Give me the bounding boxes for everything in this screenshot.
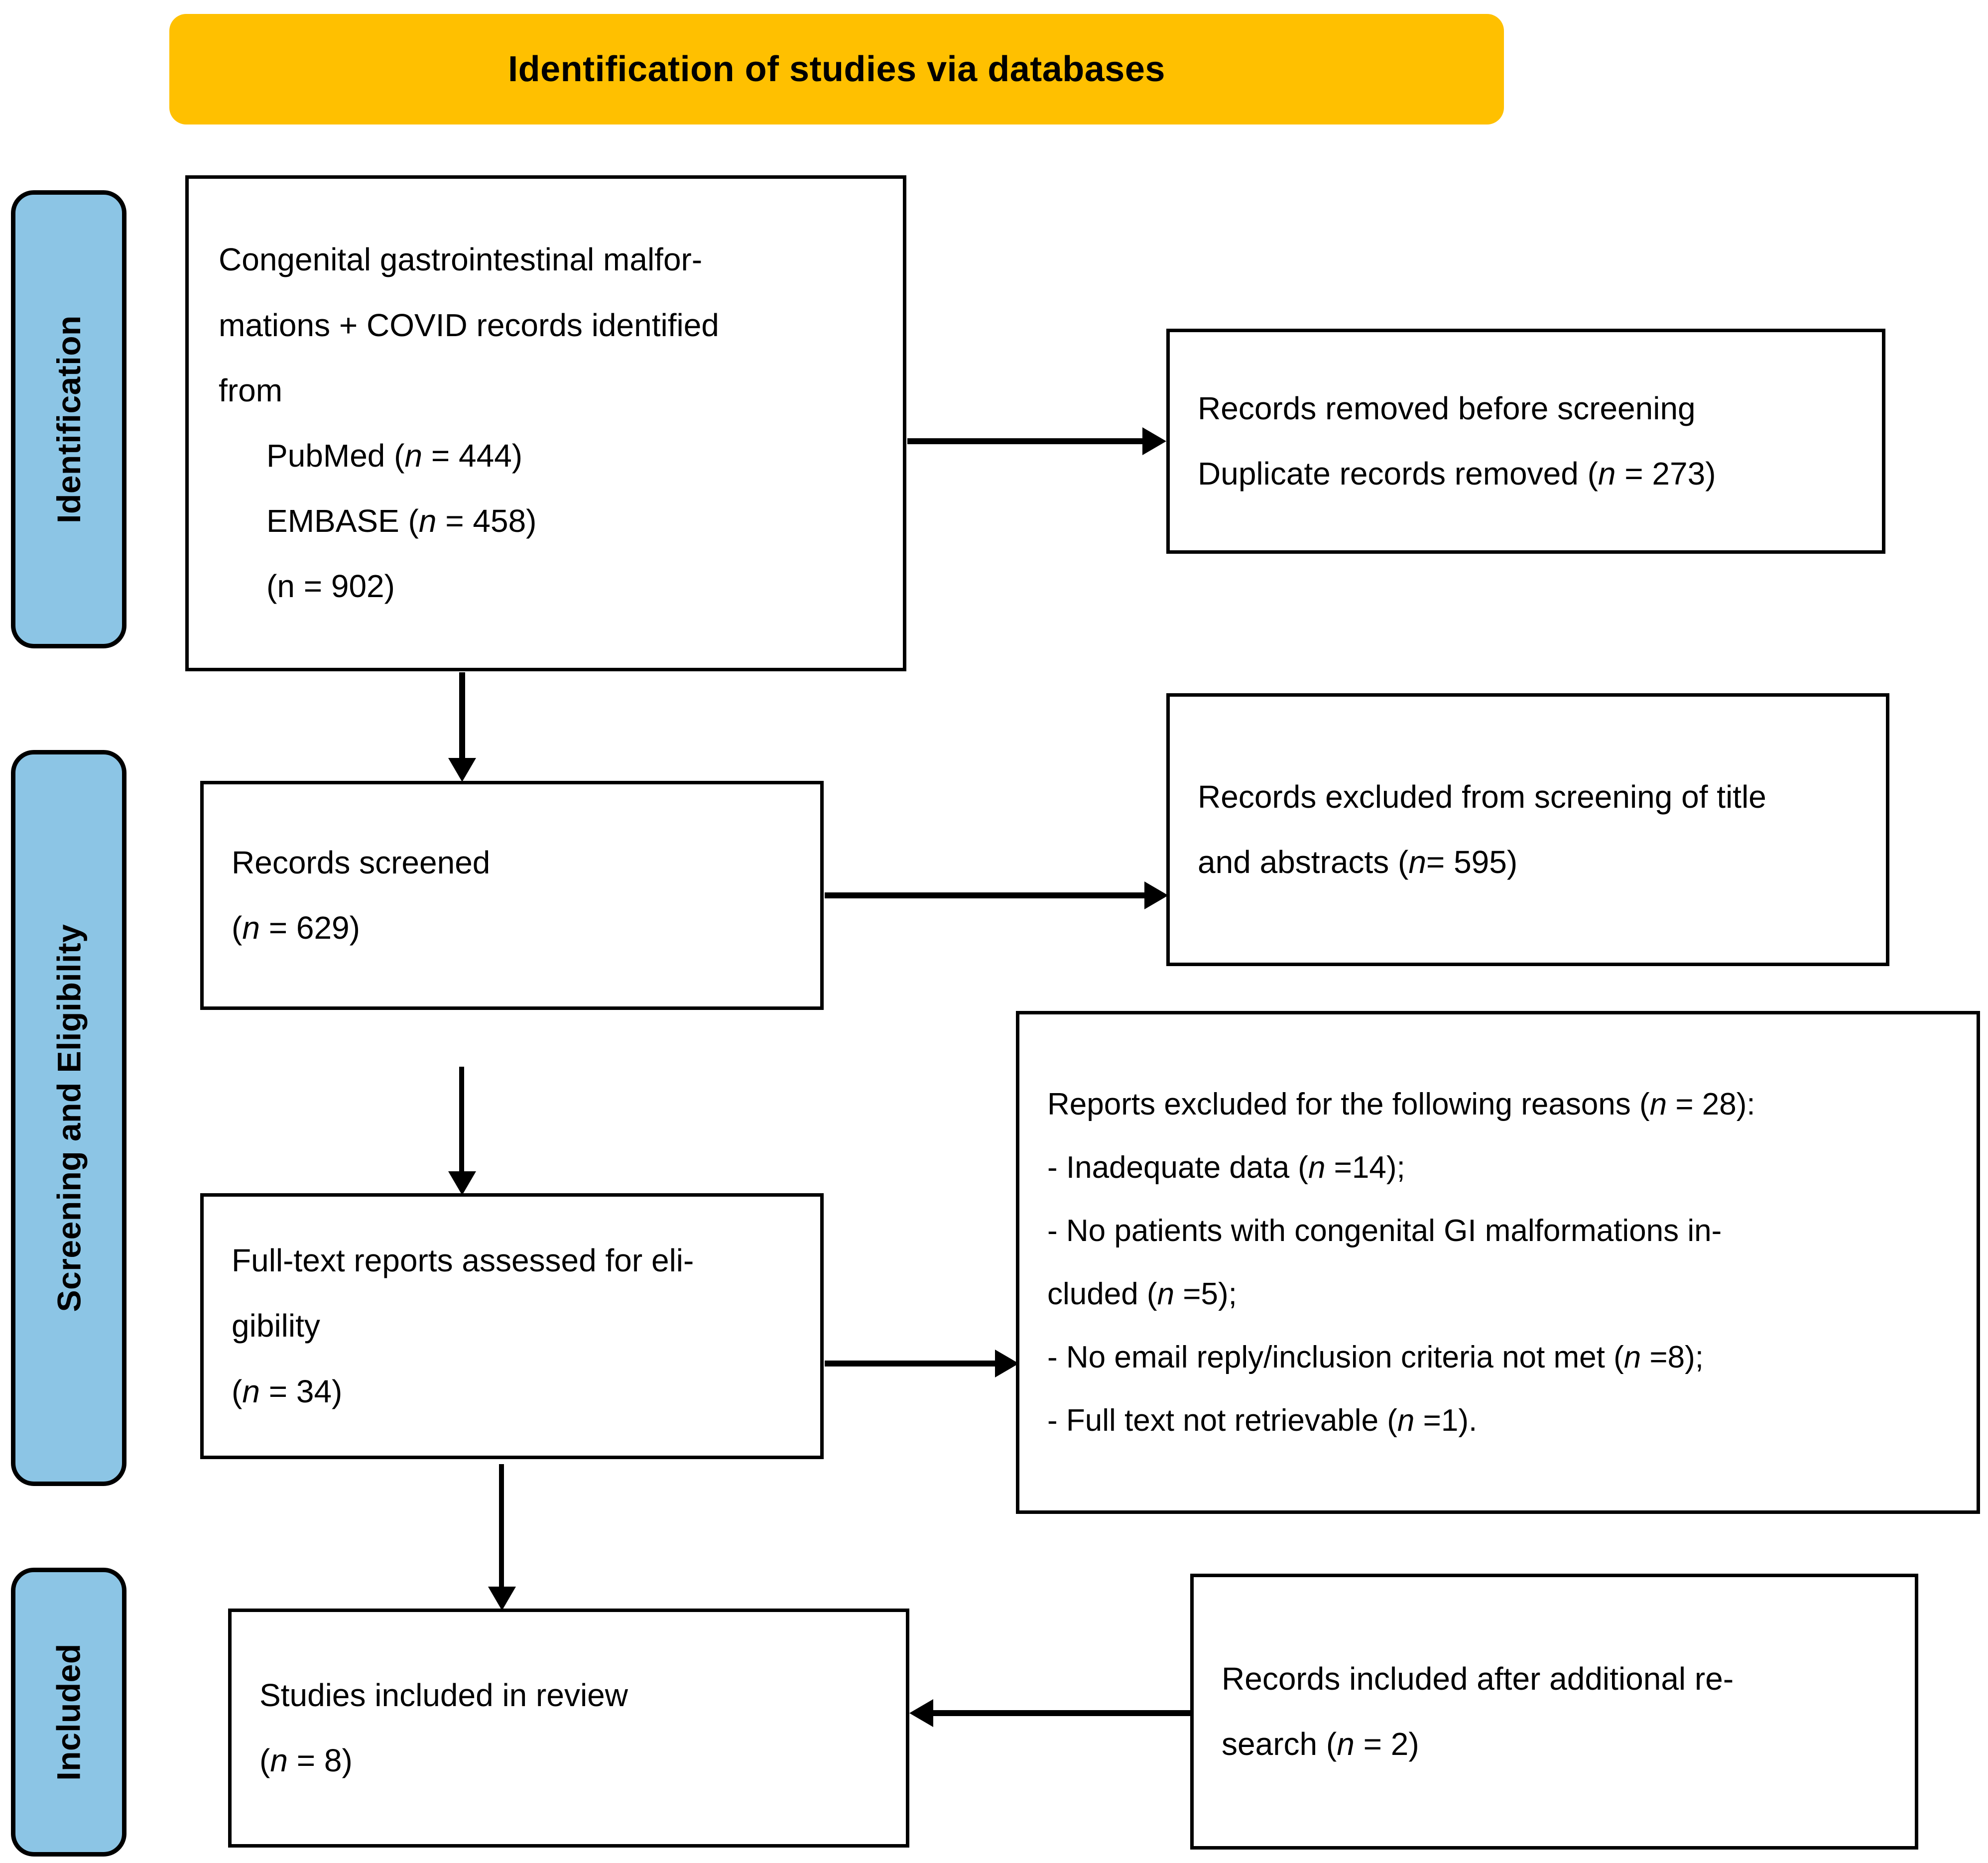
- fulltext-paren-open: (: [232, 1373, 243, 1409]
- reason-4-label: - Full text not retrievable (: [1047, 1403, 1397, 1438]
- box-records-screened: Records screened (n = 629): [200, 781, 824, 1010]
- box-studies-included: Studies included in review (n = 8): [228, 1609, 909, 1848]
- reason-4-value: =1).: [1414, 1403, 1478, 1438]
- stage-included: Included: [11, 1568, 126, 1857]
- screened-paren-open: (: [232, 910, 243, 946]
- stage-identification-label: Identification: [50, 315, 88, 523]
- included-review-line-1: Studies included in review: [259, 1677, 628, 1713]
- identified-embase: EMBASE (n = 458): [219, 489, 873, 554]
- embase-n-italic: n: [418, 503, 437, 539]
- arrow-identified-to-screened: [448, 672, 476, 783]
- removed-line-2: Duplicate records removed (n = 273): [1198, 441, 1854, 506]
- fulltext-line-3: (n = 34): [232, 1359, 792, 1424]
- arrow-fulltext-to-included: [488, 1464, 516, 1612]
- embase-value: = 458): [436, 503, 537, 539]
- identified-line-1: Congenital gastrointestinal malfor-: [219, 242, 703, 278]
- identified-line-2: mations + COVID records identified: [219, 307, 719, 343]
- screened-n-italic: n: [242, 910, 260, 946]
- reason-1-n-italic: n: [1308, 1150, 1326, 1185]
- reports-excluded-heading-value: = 28):: [1667, 1087, 1755, 1121]
- additional-label: search (: [1222, 1726, 1337, 1762]
- removed-line-1: Records removed before screening: [1198, 390, 1696, 426]
- box-records-removed: Records removed before screening Duplica…: [1166, 329, 1885, 554]
- excluded-screening-line-2: and abstracts (n= 595): [1198, 830, 1858, 895]
- reason-full-text-not-retrievable: - Full text not retrievable (n =1).: [1047, 1389, 1949, 1452]
- header-title: Identification of studies via databases: [508, 49, 1165, 89]
- reports-excluded-heading-n-italic: n: [1649, 1087, 1667, 1121]
- box-reports-excluded-reasons: Reports excluded for the following reaso…: [1016, 1011, 1980, 1514]
- reason-1-value: =14);: [1325, 1150, 1405, 1185]
- identified-pubmed: PubMed (n = 444): [219, 423, 873, 489]
- identified-line-3: from: [219, 372, 282, 408]
- screened-line-1: Records screened: [232, 844, 491, 880]
- reason-2-label: cluded (: [1047, 1277, 1157, 1311]
- excluded-screening-value: = 595): [1426, 844, 1518, 880]
- reason-3-n-italic: n: [1623, 1340, 1641, 1375]
- additional-value: = 2): [1354, 1726, 1419, 1762]
- screened-line-2: (n = 629): [232, 895, 792, 961]
- removed-label: Duplicate records removed (: [1198, 456, 1598, 492]
- reason-3-label: - No email reply/inclusion criteria not …: [1047, 1340, 1624, 1375]
- excluded-screening-label: and abstracts (: [1198, 844, 1409, 880]
- additional-line-2: search (n = 2): [1222, 1712, 1887, 1777]
- stage-screening-eligibility: Screening and Eligibility: [11, 750, 126, 1486]
- fulltext-line-1: Full-text reports assessed for eli-: [232, 1242, 694, 1279]
- header-banner: Identification of studies via databases: [169, 14, 1504, 124]
- pubmed-value: = 444): [422, 438, 523, 474]
- screened-value: = 629): [259, 910, 360, 946]
- reason-2-n-italic: n: [1157, 1277, 1175, 1311]
- included-review-line-2: (n = 8): [259, 1728, 878, 1793]
- reason-no-patients-line-1: - No patients with congenital GI malform…: [1047, 1213, 1722, 1248]
- reason-1-label: - Inadequate data (: [1047, 1150, 1308, 1185]
- reports-excluded-heading: Reports excluded for the following reaso…: [1047, 1073, 1949, 1136]
- pubmed-n-italic: n: [404, 438, 423, 474]
- arrow-fulltext-to-reports-excluded: [825, 1350, 1020, 1377]
- stage-screening-eligibility-label: Screening and Eligibility: [50, 924, 88, 1312]
- box-records-identified: Congenital gastrointestinal malfor- mati…: [185, 175, 906, 671]
- box-additional-research: Records included after additional re- se…: [1190, 1574, 1918, 1850]
- box-fulltext-assessed: Full-text reports assessed for eli- gibi…: [200, 1193, 824, 1459]
- fulltext-value: = 34): [259, 1373, 343, 1409]
- pubmed-label: PubMed (: [266, 438, 405, 474]
- removed-n-italic: n: [1598, 456, 1616, 492]
- reason-4-n-italic: n: [1397, 1403, 1415, 1438]
- arrow-additional-to-included: [909, 1699, 1192, 1727]
- arrow-screened-to-fulltext: [448, 1067, 476, 1196]
- arrow-identified-to-removed: [907, 427, 1167, 455]
- identified-total: (n = 902): [266, 568, 395, 605]
- removed-value: = 273): [1615, 456, 1716, 492]
- additional-line-1: Records included after additional re-: [1222, 1660, 1734, 1697]
- reports-excluded-heading-label: Reports excluded for the following reaso…: [1047, 1087, 1650, 1121]
- stage-identification: Identification: [11, 190, 126, 648]
- embase-label: EMBASE (: [266, 503, 419, 539]
- excluded-screening-line-1: Records excluded from screening of title: [1198, 778, 1766, 815]
- additional-n-italic: n: [1337, 1726, 1355, 1762]
- included-review-paren-open: (: [259, 1742, 270, 1778]
- reason-no-patients-line-2: cluded (n =5);: [1047, 1262, 1949, 1326]
- excluded-screening-n-italic: n: [1408, 844, 1426, 880]
- included-review-n-italic: n: [270, 1742, 288, 1778]
- fulltext-n-italic: n: [242, 1373, 260, 1409]
- reason-3-value: =8);: [1641, 1340, 1704, 1375]
- arrow-screened-to-excluded: [825, 881, 1169, 909]
- reason-2-value: =5);: [1174, 1277, 1237, 1311]
- reason-no-email-reply: - No email reply/inclusion criteria not …: [1047, 1326, 1949, 1389]
- box-records-excluded-screening: Records excluded from screening of title…: [1166, 693, 1889, 966]
- included-review-value: = 8): [287, 1742, 353, 1778]
- fulltext-line-2: gibility: [232, 1308, 320, 1344]
- reason-inadequate-data: - Inadequate data (n =14);: [1047, 1136, 1949, 1199]
- stage-included-label: Included: [50, 1643, 88, 1781]
